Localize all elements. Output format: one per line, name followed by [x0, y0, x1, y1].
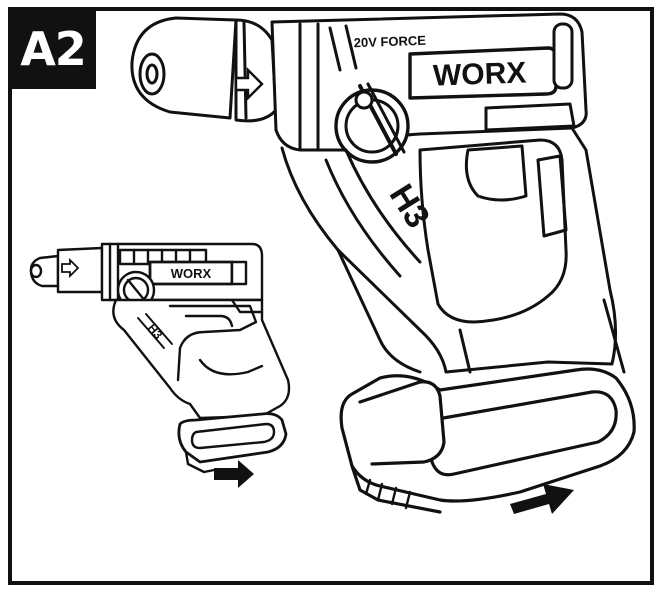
large-drill-illustration [130, 12, 626, 374]
small-insert-arrow-icon [214, 460, 254, 488]
small-chuck-arrow-icon [61, 257, 80, 279]
small-brand-label: WORX [171, 266, 212, 281]
step-label: A2 [20, 22, 87, 76]
large-chuck-arrow-icon [234, 67, 264, 101]
large-brand-label: WORX [432, 56, 526, 92]
step-badge [10, 9, 96, 89]
large-insert-arrow-icon [510, 484, 574, 514]
large-battery-pack [339, 367, 636, 514]
small-drill-illustration [29, 242, 291, 474]
series-label: 20V FORCE [353, 33, 426, 51]
